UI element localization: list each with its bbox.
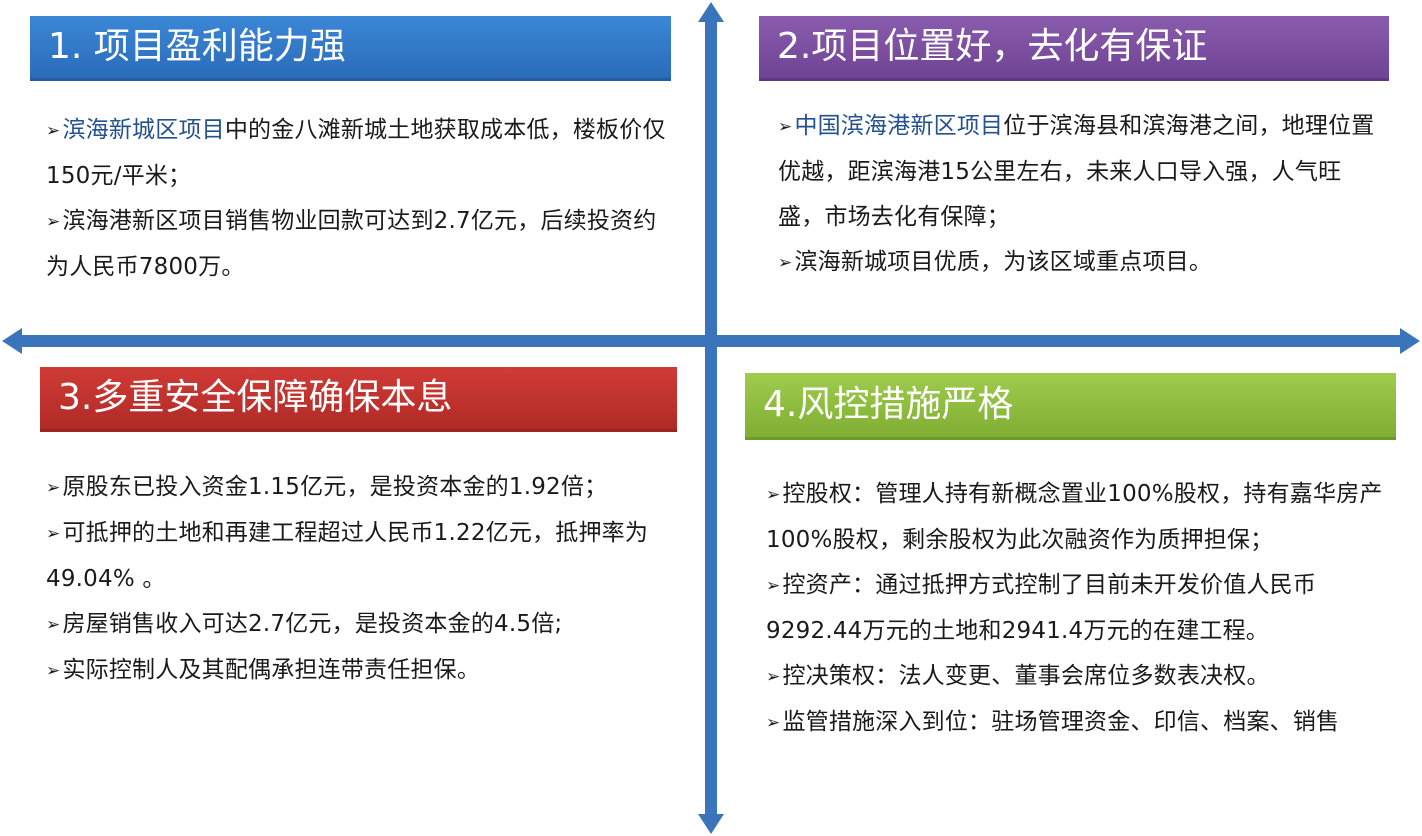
q3-item-2-text: 可抵押的土地和再建工程超过人民币1.22亿元，抵押率为49.04% 。 [46, 520, 649, 592]
q3-item-1-text: 原股东已投入资金1.15亿元，是投资本金的1.92倍； [62, 474, 608, 500]
q4-item-1: ➢控股权：管理人持有新概念置业100%股权，持有嘉华房产100%股权，剩余股权为… [766, 472, 1396, 563]
arrow-bullet-icon: ➢ [46, 478, 61, 498]
horizontal-axis [18, 335, 1404, 347]
arrow-bullet-icon: ➢ [778, 253, 793, 273]
q2-title: 2.项目位置好，去化有保证 [777, 26, 1208, 67]
q3-item-4-text: 实际控制人及其配偶承担连带责任担保。 [62, 657, 481, 683]
q4-item-3-text: 控决策权：法人变更、董事会席位多数表决权。 [782, 663, 1270, 689]
q4-item-4: ➢监管措施深入到位：驻场管理资金、印信、档案、销售 [766, 700, 1396, 746]
left-arrowhead-icon [2, 328, 22, 354]
q1-title-bar: 1. 项目盈利能力强 [30, 16, 671, 81]
q4-item-4-text: 监管措施深入到位：驻场管理资金、印信、档案、销售 [782, 709, 1340, 735]
q4-title-bar: 4.风控措施严格 [745, 373, 1396, 440]
arrow-bullet-icon: ➢ [46, 121, 61, 141]
q4-item-2: ➢控资产：通过抵押方式控制了目前未开发价值人民币9292.44万元的土地和294… [766, 563, 1396, 654]
arrow-bullet-icon: ➢ [46, 661, 61, 681]
q1-item-2: ➢滨海港新区项目销售物业回款可达到2.7亿元，后续投资约为人民币7800万。 [46, 199, 676, 290]
q1-content: ➢滨海新城区项目中的金八滩新城土地获取成本低，楼板价仅150元/平米； ➢滨海港… [46, 108, 676, 290]
arrow-bullet-icon: ➢ [46, 212, 61, 232]
q2-title-bar: 2.项目位置好，去化有保证 [759, 16, 1389, 81]
q2-item-2: ➢滨海新城项目优质，为该区域重点项目。 [778, 240, 1378, 286]
q4-title: 4.风控措施严格 [763, 384, 1014, 425]
arrow-bullet-icon: ➢ [46, 524, 61, 544]
q4-content: ➢控股权：管理人持有新概念置业100%股权，持有嘉华房产100%股权，剩余股权为… [766, 472, 1396, 746]
q3-item-1: ➢原股东已投入资金1.15亿元，是投资本金的1.92倍； [46, 465, 676, 511]
q1-item-1-highlight: 滨海新城区项目 [62, 117, 225, 143]
q1-item-1-text: 中的金八滩新城土地获取成本低，楼板价仅150元/平米； [46, 117, 666, 189]
q2-item-1-text: 位于滨海县和滨海港之间，地理位置优越，距滨海港15公里左右，未来人口导入强，人气… [778, 113, 1375, 230]
arrow-bullet-icon: ➢ [778, 117, 793, 137]
q2-item-1-highlight: 中国滨海港新区项目 [794, 113, 1004, 139]
q3-title: 3.多重安全保障确保本息 [58, 377, 453, 418]
arrow-bullet-icon: ➢ [766, 576, 781, 596]
q4-item-3: ➢控决策权：法人变更、董事会席位多数表决权。 [766, 654, 1396, 700]
q2-item-2-text: 滨海新城项目优质，为该区域重点项目。 [794, 249, 1213, 275]
q3-item-2: ➢可抵押的土地和再建工程超过人民币1.22亿元，抵押率为49.04% 。 [46, 511, 676, 602]
up-arrowhead-icon [698, 2, 724, 22]
arrow-bullet-icon: ➢ [766, 485, 781, 505]
q2-item-1: ➢中国滨海港新区项目位于滨海县和滨海港之间，地理位置优越，距滨海港15公里左右，… [778, 104, 1378, 240]
down-arrowhead-icon [698, 814, 724, 834]
q3-item-4: ➢实际控制人及其配偶承担连带责任担保。 [46, 648, 676, 694]
arrow-bullet-icon: ➢ [766, 713, 781, 733]
q3-item-3: ➢房屋销售收入可达2.7亿元，是投资本金的4.5倍; [46, 602, 676, 648]
q3-title-bar: 3.多重安全保障确保本息 [40, 367, 677, 432]
q2-content: ➢中国滨海港新区项目位于滨海县和滨海港之间，地理位置优越，距滨海港15公里左右，… [778, 104, 1378, 286]
q1-item-2-text: 滨海港新区项目销售物业回款可达到2.7亿元，后续投资约为人民币7800万。 [46, 208, 657, 280]
q4-item-2-text: 控资产：通过抵押方式控制了目前未开发价值人民币9292.44万元的土地和2941… [766, 572, 1317, 644]
q3-item-3-text: 房屋销售收入可达2.7亿元，是投资本金的4.5倍; [62, 611, 563, 637]
vertical-axis [705, 20, 717, 817]
q4-item-1-text: 控股权：管理人持有新概念置业100%股权，持有嘉华房产100%股权，剩余股权为此… [766, 481, 1383, 553]
q3-content: ➢原股东已投入资金1.15亿元，是投资本金的1.92倍； ➢可抵押的土地和再建工… [46, 465, 676, 694]
q1-item-1: ➢滨海新城区项目中的金八滩新城土地获取成本低，楼板价仅150元/平米； [46, 108, 676, 199]
arrow-bullet-icon: ➢ [46, 615, 61, 635]
q1-title: 1. 项目盈利能力强 [48, 26, 346, 67]
arrow-bullet-icon: ➢ [766, 667, 781, 687]
right-arrowhead-icon [1400, 328, 1420, 354]
